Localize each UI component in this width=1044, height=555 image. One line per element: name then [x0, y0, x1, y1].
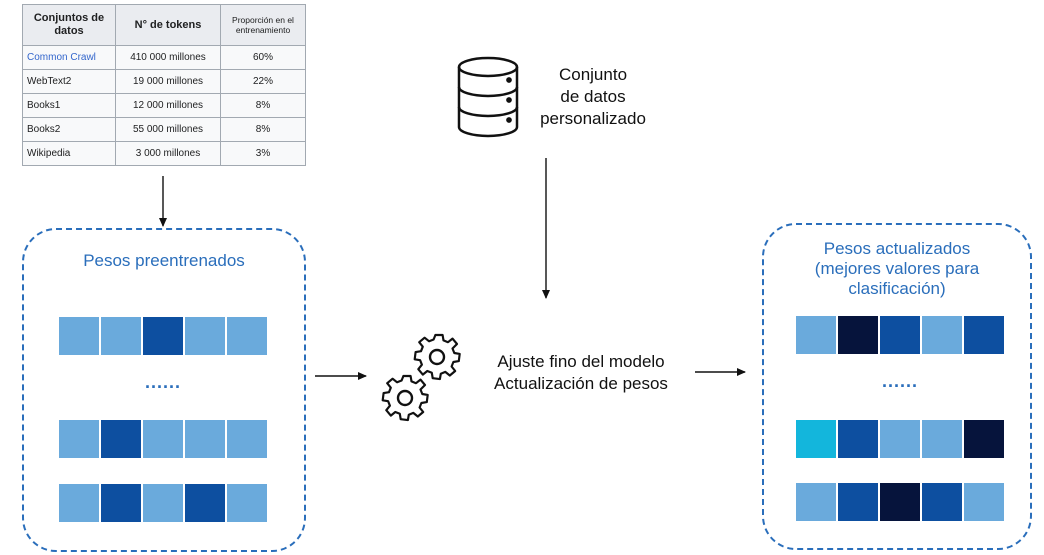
custom-dataset-line: Conjunto: [558, 65, 628, 84]
weight-cell-light: [964, 483, 1004, 521]
weight-cell-mid: [838, 420, 878, 458]
custom-dataset-line: personalizado: [540, 109, 646, 128]
table-cell: 55 000 millones: [115, 117, 221, 142]
finetune-line: Actualización de pesos: [494, 374, 668, 393]
table-cell: 3%: [220, 141, 306, 166]
weight-strip: [796, 420, 1006, 458]
table-cell: Books1: [22, 93, 116, 118]
weight-cell-mid: [101, 420, 141, 458]
weight-cell-light: [143, 484, 183, 522]
weight-cell-light: [796, 483, 836, 521]
ellipsis: ......: [145, 372, 182, 392]
weight-cell-light: [922, 316, 962, 354]
table-cell: 19 000 millones: [115, 69, 221, 94]
updated-title-line: (mejores valores para: [814, 259, 980, 278]
custom-dataset-line: de datos: [560, 87, 626, 106]
table-row: WebText2 19 000 millones 22%: [22, 69, 306, 94]
table-cell: 60%: [220, 45, 306, 70]
table-cell: Wikipedia: [22, 141, 116, 166]
weight-cell-light: [143, 420, 183, 458]
weight-cell-light: [796, 316, 836, 354]
database-icon: [457, 56, 519, 138]
weight-cell-light: [59, 484, 99, 522]
weight-cell-mid: [143, 317, 183, 355]
table-cell: 3 000 millones: [115, 141, 221, 166]
ellipsis: ......: [882, 371, 919, 391]
weight-cell-light: [101, 317, 141, 355]
weight-cell-light: [227, 420, 267, 458]
weight-cell-cyan: [796, 420, 836, 458]
dataset-link[interactable]: Common Crawl: [22, 45, 116, 70]
weight-cell-light: [59, 317, 99, 355]
table-row: Wikipedia 3 000 millones 3%: [22, 141, 306, 166]
table-row: Books2 55 000 millones 8%: [22, 117, 306, 142]
finetune-line: Ajuste fino del modelo: [497, 352, 665, 371]
table-header: Conjuntos de datos: [22, 4, 116, 46]
finetune-label: Ajuste fino del modelo Actualización de …: [471, 351, 691, 395]
table-cell: 8%: [220, 93, 306, 118]
weight-cell-mid: [185, 484, 225, 522]
table-cell: 8%: [220, 117, 306, 142]
weight-cell-light: [227, 484, 267, 522]
dataset-table: Conjuntos de datos N° de tokens Proporci…: [22, 4, 306, 166]
weight-cell-light: [227, 317, 267, 355]
updated-title-line: clasificación): [848, 279, 946, 298]
gears-icon: [381, 333, 461, 422]
pretrained-weights-title: Pesos preentrenados: [83, 251, 245, 270]
weight-cell-light: [59, 420, 99, 458]
weight-strip: [59, 484, 269, 522]
weight-strip: [59, 317, 269, 355]
weight-cell-mid: [101, 484, 141, 522]
table-cell: 12 000 millones: [115, 93, 221, 118]
table-cell: WebText2: [22, 69, 116, 94]
table-header: Proporción en el entrenamiento: [220, 4, 306, 46]
weight-cell-mid: [838, 483, 878, 521]
table-row: Books1 12 000 millones 8%: [22, 93, 306, 118]
weight-strip: [59, 420, 269, 458]
updated-title-line: Pesos actualizados: [823, 239, 971, 258]
updated-weights-title: Pesos actualizados (mejores valores para…: [762, 239, 1032, 299]
weight-cell-mid: [880, 316, 920, 354]
weight-cell-light: [185, 420, 225, 458]
custom-dataset-label: Conjunto de datos personalizado: [528, 64, 658, 130]
updated-weights-box: [762, 223, 1032, 550]
weight-cell-light: [880, 420, 920, 458]
table-cell: 410 000 millones: [115, 45, 221, 70]
pretrained-weights-box: [22, 228, 306, 552]
weight-cell-dark: [880, 483, 920, 521]
weight-strip: [796, 316, 1006, 354]
table-row: Common Crawl 410 000 millones 60%: [22, 45, 306, 70]
table-cell: 22%: [220, 69, 306, 94]
weight-cell-light: [185, 317, 225, 355]
weight-cell-light: [922, 420, 962, 458]
weight-strip: [796, 483, 1006, 521]
weight-cell-dark: [964, 420, 1004, 458]
weight-cell-dark: [838, 316, 878, 354]
weight-cell-mid: [922, 483, 962, 521]
weight-cell-mid: [964, 316, 1004, 354]
